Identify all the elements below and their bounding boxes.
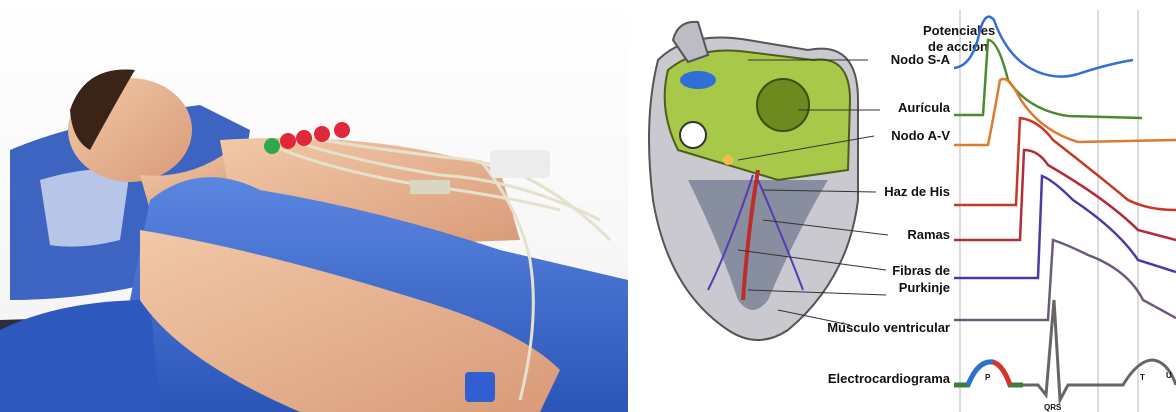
electrode-red-1 (280, 133, 296, 149)
label-ecg: Electrocardiograma (828, 371, 951, 386)
av-node-spot (723, 155, 733, 165)
label-av-node: Nodo A-V (891, 128, 950, 143)
title-line1: Potenciales (923, 23, 995, 38)
label-atrium: Aurícula (898, 100, 951, 115)
label-sa-node: Nodo S-A (891, 52, 951, 67)
electrode-green (264, 138, 280, 154)
patient-ecg-photo (0, 0, 628, 412)
label-his-bundle: Haz de His (884, 184, 950, 199)
label-purkinje-2: Purkinje (899, 280, 950, 295)
label-purkinje-1: Fibras de (892, 263, 950, 278)
wrist-electrode (465, 372, 495, 402)
cardiac-conduction-diagram: Potenciales de acción Nodo S-A Aurícula … (628, 0, 1176, 412)
sa-node-spot (680, 71, 716, 89)
ecg-wave-t: T (1140, 373, 1145, 382)
ecg-wave-qrs: QRS (1044, 403, 1062, 412)
label-branches: Ramas (907, 227, 950, 242)
label-ventricular-muscle: Músculo ventricular (827, 320, 950, 335)
electrode-red-3 (314, 126, 330, 142)
electrode-red-4 (334, 122, 350, 138)
electrode-clip (410, 180, 450, 194)
electrode-red-2 (296, 130, 312, 146)
vessel-opening (680, 122, 706, 148)
ecg-wave-p: P (985, 373, 991, 382)
electrode-cable-hub (490, 150, 550, 178)
ecg-wave-u: U (1166, 371, 1172, 380)
atrial-valve (757, 79, 809, 131)
